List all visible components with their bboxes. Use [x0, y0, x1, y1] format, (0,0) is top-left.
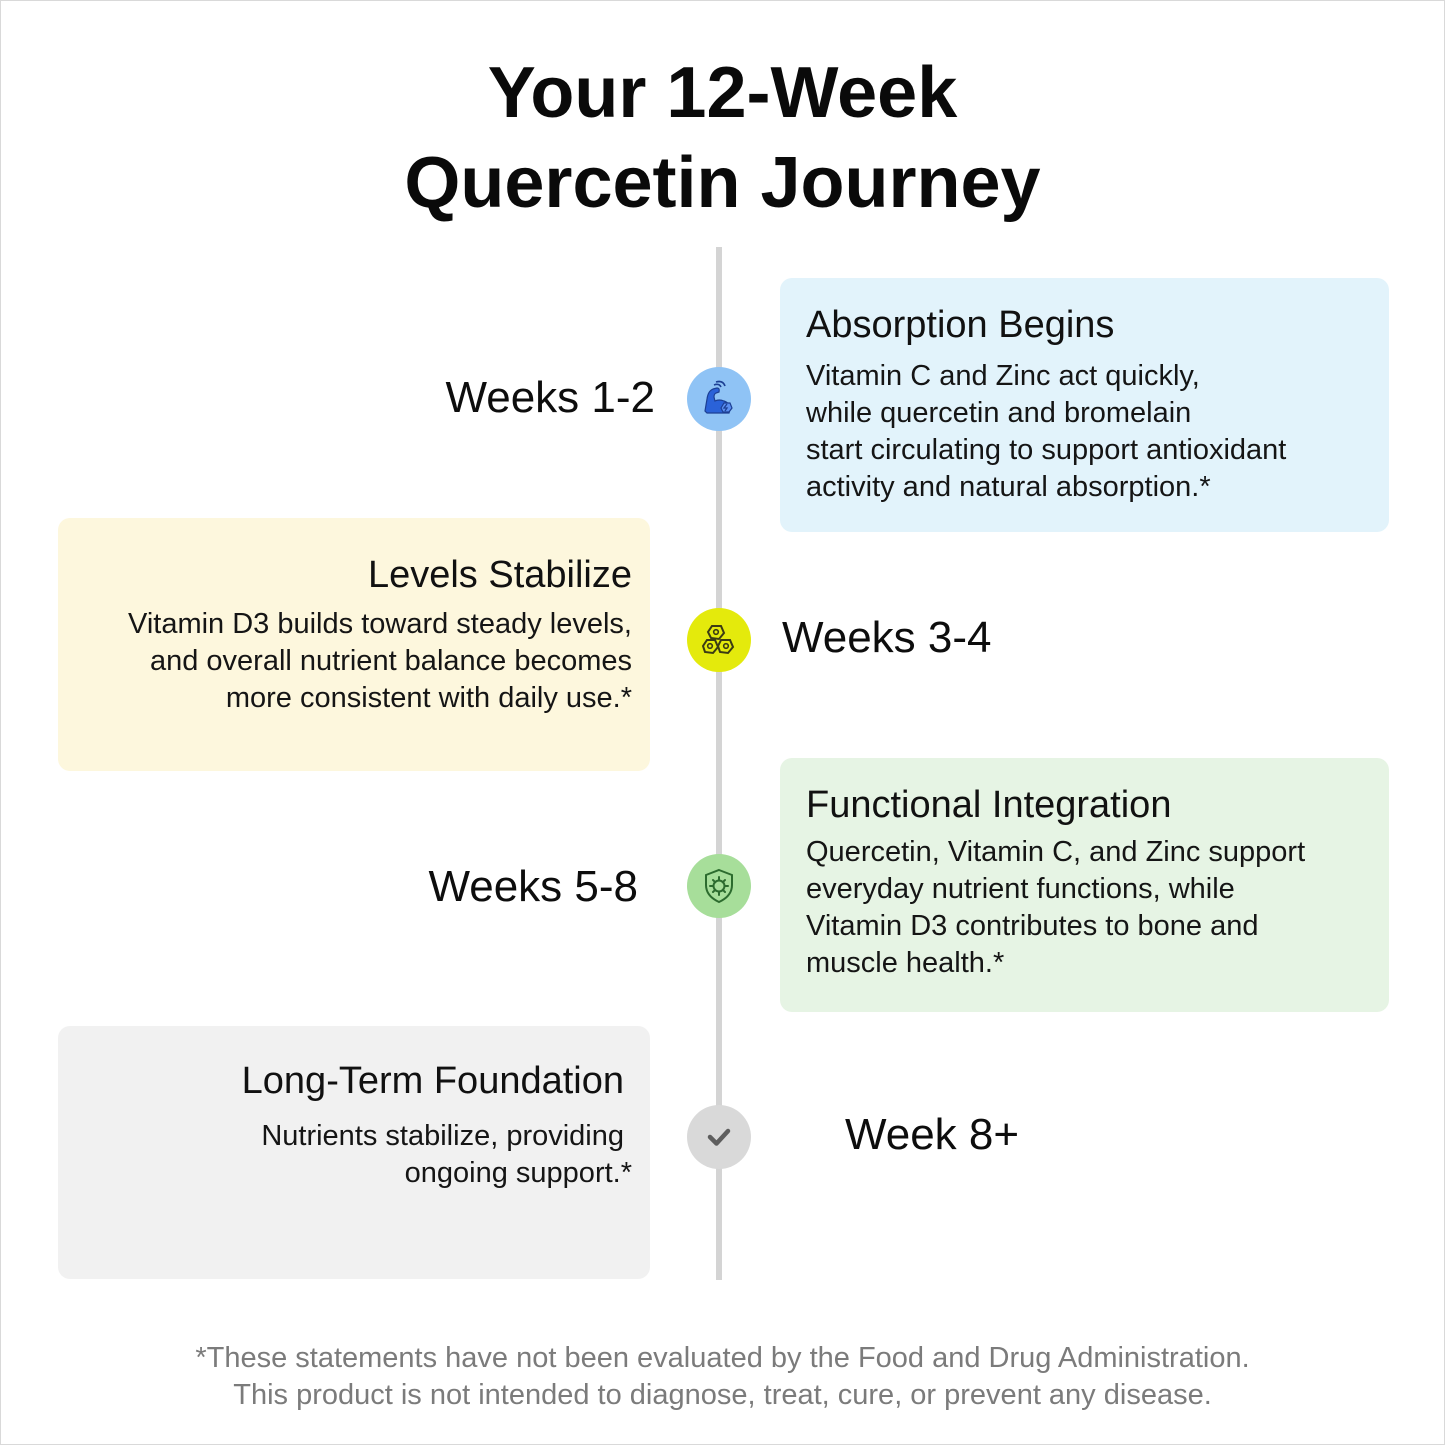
description-line: Vitamin D3 contributes to bone and: [806, 910, 1259, 942]
description-line: Nutrients stabilize, providing: [261, 1120, 624, 1152]
stage-card-functional: Functional Integration Quercetin, Vitami…: [780, 758, 1389, 1012]
stage-node-3: [687, 854, 751, 918]
description-line: while quercetin and bromelain: [806, 397, 1192, 429]
cells-icon: [701, 625, 735, 655]
checkmark-icon: [707, 1128, 731, 1146]
title-line-1: Your 12-Week: [487, 53, 958, 133]
timeline-spine: [716, 247, 722, 1280]
description-line: muscle health.*: [806, 947, 1005, 979]
description-line: Vitamin D3 builds toward steady levels,: [128, 608, 632, 640]
stage-period-label: Week 8+: [845, 1110, 1020, 1159]
description-line: Vitamin C and Zinc act quickly,: [806, 360, 1200, 392]
stage-node-2: [687, 608, 751, 672]
stage-heading: Long-Term Foundation: [241, 1060, 624, 1102]
stage-node-4: [687, 1105, 751, 1169]
stage-card-absorption: Absorption Begins Vitamin C and Zinc act…: [780, 278, 1389, 532]
description-line: everyday nutrient functions, while: [806, 873, 1235, 905]
description-line: more consistent with daily use.*: [225, 682, 632, 714]
stage-heading: Levels Stabilize: [367, 554, 632, 596]
title-line-2: Quercetin Journey: [404, 143, 1041, 223]
stage-description: Nutrients stabilize, providing ongoing s…: [76, 1118, 632, 1192]
stage-node-1: [687, 367, 751, 431]
description-line: and overall nutrient balance becomes: [149, 645, 632, 677]
stage-heading: Absorption Begins: [806, 304, 1115, 346]
stage-card-levels: Levels Stabilize Vitamin D3 builds towar…: [58, 518, 650, 771]
stage-period-label: Weeks 1-2: [445, 373, 656, 422]
disclaimer-line-2: This product is not intended to diagnose…: [233, 1379, 1212, 1411]
stage-heading: Functional Integration: [806, 784, 1172, 826]
stage-card-long-term: Long-Term Foundation Nutrients stabilize…: [58, 1026, 650, 1279]
stage-description: Quercetin, Vitamin C, and Zinc support e…: [806, 834, 1363, 982]
stage-period-label: Weeks 5-8: [428, 862, 639, 911]
flexed-arm-energy-icon: [704, 380, 733, 414]
description-line: start circulating to support antioxidant: [806, 434, 1287, 466]
stage-description: Vitamin D3 builds toward steady levels, …: [76, 606, 632, 717]
description-line: activity and natural absorption.*: [806, 471, 1211, 503]
disclaimer-line-1: *These statements have not been evaluate…: [195, 1342, 1250, 1374]
stage-description: Vitamin C and Zinc act quickly, while qu…: [806, 358, 1363, 506]
stage-period-label: Weeks 3-4: [782, 613, 992, 662]
description-line: ongoing support.*: [404, 1157, 632, 1189]
page-title: Your 12-Week Quercetin Journey: [0, 48, 1445, 228]
shield-virus-icon: [705, 868, 733, 904]
description-line: Quercetin, Vitamin C, and Zinc support: [806, 836, 1306, 868]
fda-disclaimer: *These statements have not been evaluate…: [0, 1340, 1445, 1414]
